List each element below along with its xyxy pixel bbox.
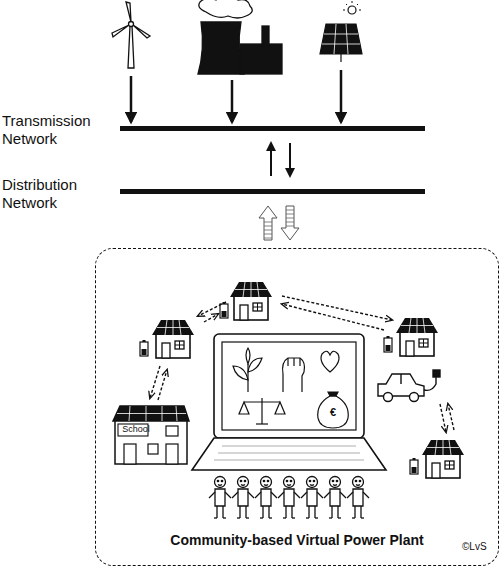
distribution-line xyxy=(120,189,425,194)
people xyxy=(209,477,369,519)
laptop xyxy=(192,334,386,470)
currency-symbol: € xyxy=(326,406,340,419)
community-exchange-arrows xyxy=(259,206,299,240)
transmission-line xyxy=(120,126,425,131)
school-building xyxy=(113,406,189,464)
network-label: Transmission Network xyxy=(2,112,114,148)
peer-exchange-arrows xyxy=(150,296,454,432)
feed-in-arrows xyxy=(131,70,341,122)
power-plant xyxy=(198,0,282,74)
network-label: Distribution Network xyxy=(2,176,114,212)
values-icons xyxy=(233,348,348,428)
solar-panel xyxy=(320,1,362,62)
exchange-arrows xyxy=(271,143,290,176)
houses xyxy=(140,282,464,478)
copyright-mark: ©LvS xyxy=(462,541,498,553)
community-boundary: Community-based Virtual Power Plant Schoo… xyxy=(95,248,499,566)
school-label: School xyxy=(118,424,154,435)
electric-car xyxy=(378,370,440,402)
wind-turbine xyxy=(112,2,150,68)
school-sign: School xyxy=(118,424,154,437)
community-title: Community-based Virtual Power Plant xyxy=(96,532,498,549)
